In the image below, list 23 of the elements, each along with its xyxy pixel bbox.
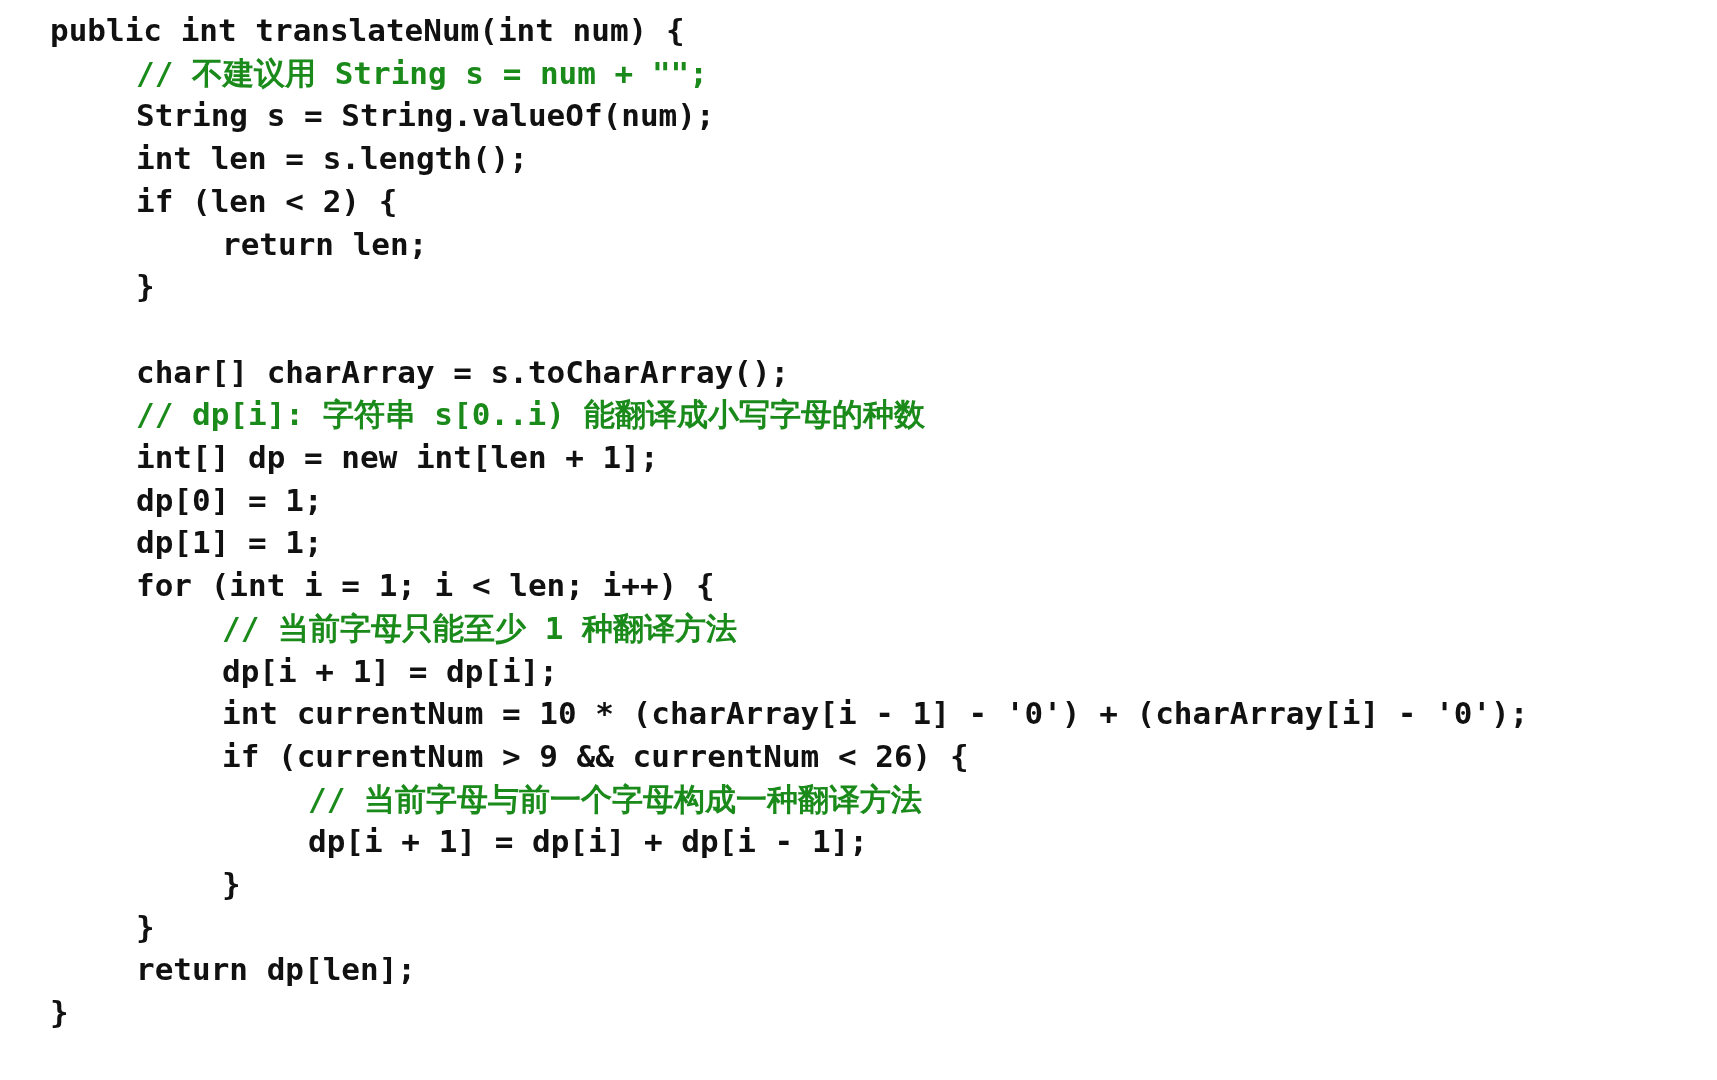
code-line: int len = s.length(); [136,139,528,179]
code-line: dp[0] = 1; [136,480,323,520]
code-line: } [136,267,155,307]
code-line: return len; [222,224,428,264]
code-line: for (int i = 1; i < len; i++) { [136,566,715,606]
code-comment: // 不建议用 String s = num + ""; [136,53,708,93]
code-comment: // 当前字母与前一个字母构成一种翻译方法 [308,779,922,819]
code-line: if (len < 2) { [136,181,398,221]
code-line: dp[1] = 1; [136,523,323,563]
code-line: return dp[len]; [136,950,416,990]
code-line: int[] dp = new int[len + 1]; [136,438,659,477]
code-comment: // dp[i]: 字符串 s[0..i) 能翻译成小写字母的种数 [136,395,925,435]
code-line: public int translateNum(int num) { [50,11,685,50]
code-line: dp[i + 1] = dp[i] + dp[i - 1]; [308,822,868,862]
code-line: dp[i + 1] = dp[i]; [222,651,558,691]
code-comment: // 当前字母只能至少 1 种翻译方法 [222,608,737,648]
code-line: } [50,993,69,1033]
code-line: } [136,907,155,947]
code-line: int currentNum = 10 * (charArray[i - 1] - '0') + (charArray[i] - '0'); [222,694,1529,734]
code-line: if (currentNum > 9 && currentNum < 26) { [222,736,969,776]
code-line: } [222,865,241,904]
code-line: char[] charArray = s.toCharArray(); [136,352,790,392]
code-line: String s = String.valueOf(num); [136,96,715,136]
